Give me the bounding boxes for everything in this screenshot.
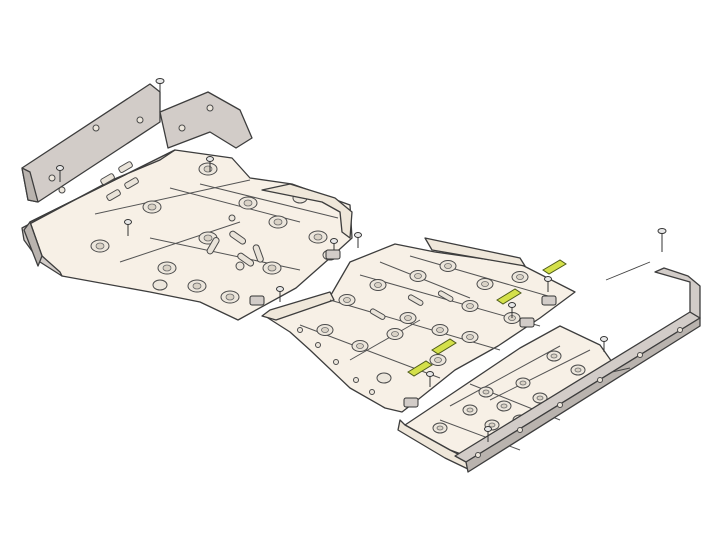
middle-plate-holes [316, 260, 529, 384]
rear-plate-holes [432, 350, 586, 434]
middle-transmission-plate [261, 237, 576, 413]
front-plate-holes [90, 162, 338, 304]
side-rail-bracket [454, 261, 701, 473]
front-top-bracket [159, 91, 253, 149]
rear-transfer-plate [397, 325, 613, 471]
middle-plate-body [267, 243, 576, 413]
spring-nuts [249, 249, 557, 408]
bolt-icon [56, 78, 667, 442]
clip-icon [407, 259, 567, 377]
front-engine-plate [21, 83, 353, 321]
